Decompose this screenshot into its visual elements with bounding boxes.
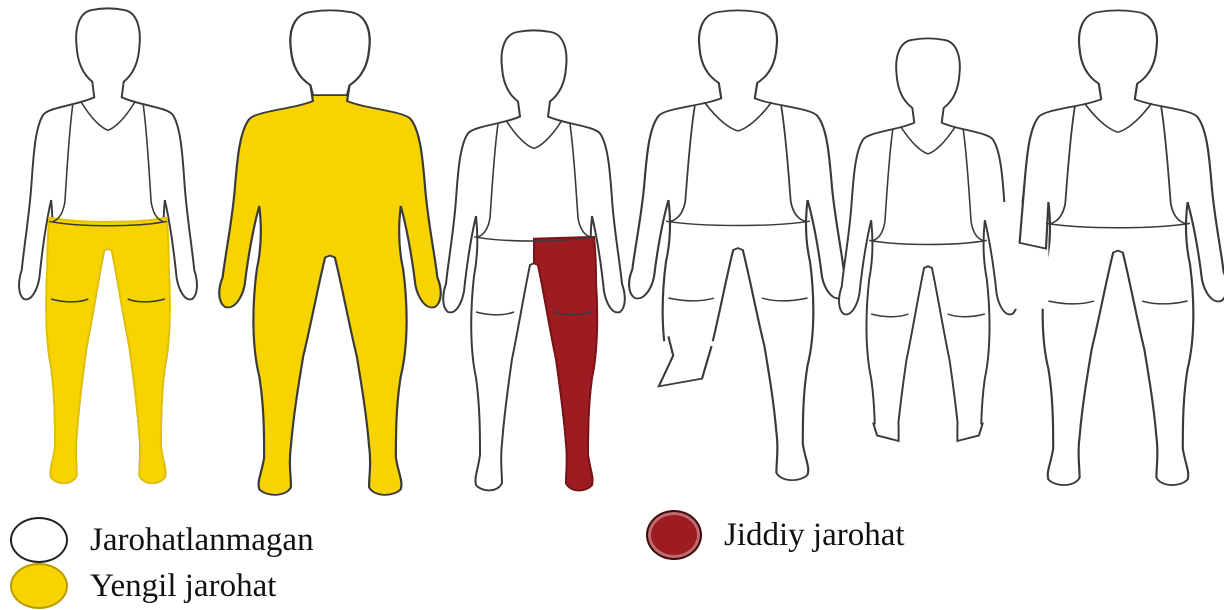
figure-3-one-leg-severe-injury [443, 30, 625, 490]
uninjured-swatch-icon [10, 517, 68, 563]
legend-label-severe-injury: Jiddiy jarohat [724, 517, 905, 554]
figure-5-both-lower-legs-amputation [839, 38, 1017, 498]
legend-label-uninjured: Jarohatlanmagan [90, 522, 314, 559]
legend-item-severe-injury: Jiddiy jarohat [646, 510, 905, 560]
figure-2-full-light-injury [219, 10, 441, 494]
legend-label-light-injury: Yengil jarohat [90, 568, 276, 605]
figure-1-legs-light-injury [19, 8, 197, 483]
body-figures-diagram [0, 0, 1224, 505]
figure-4-lower-leg-amputation [629, 10, 847, 494]
severe-injury-swatch-icon [646, 510, 702, 560]
legend-item-uninjured: Jarohatlanmagan [10, 517, 314, 563]
figure-6-forearm-amputation [1003, 10, 1224, 485]
legend-item-light-injury: Yengil jarohat [10, 563, 276, 609]
light-injury-swatch-icon [10, 563, 68, 609]
